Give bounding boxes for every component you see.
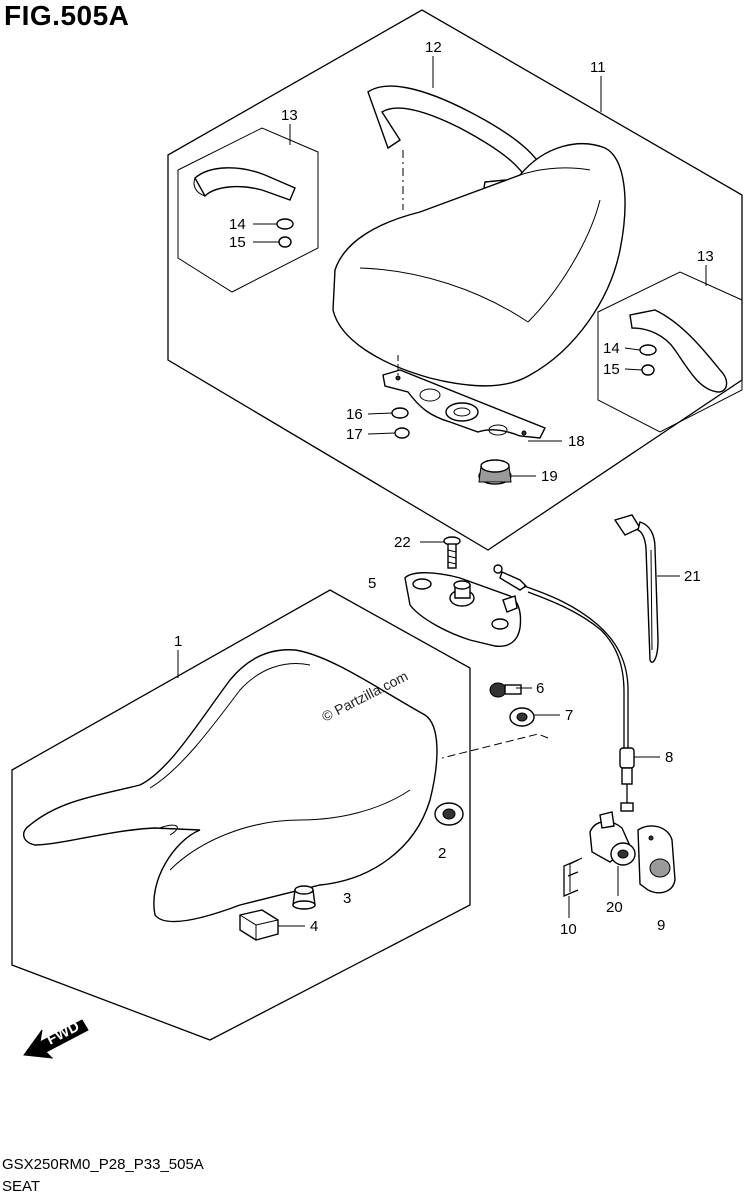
callout-14-right: 14 [603, 340, 620, 357]
nut-17 [394, 427, 410, 439]
callout-17: 17 [346, 426, 363, 443]
washer-left [276, 218, 294, 230]
callout-13-left: 13 [281, 107, 298, 124]
lock-clip-part [563, 857, 583, 897]
lock-bracket-part [404, 572, 522, 647]
figure-name: SEAT [2, 1178, 41, 1195]
callout-6: 6 [536, 680, 544, 697]
grab-strap-right-box [597, 271, 743, 433]
nut-left [278, 236, 292, 248]
callout-12: 12 [425, 39, 442, 56]
callout-1: 1 [174, 633, 182, 650]
seat-lock-cable-part [493, 564, 635, 812]
callout-3: 3 [343, 890, 351, 907]
callout-16: 16 [346, 406, 363, 423]
seat-block-part [239, 909, 279, 941]
callout-19: 19 [541, 468, 558, 485]
callout-8: 8 [665, 749, 673, 766]
callout-leaders [177, 56, 707, 927]
seat-lock-cylinder-part [589, 811, 636, 866]
figure-code: GSX250RM0_P28_P33_505A [2, 1156, 204, 1173]
fwd-label: FWD [44, 1018, 82, 1049]
seat-bracket-part [382, 355, 546, 439]
bolt-part [489, 682, 522, 698]
callout-labels: 12 11 13 14 15 13 14 15 16 17 18 19 22 5… [174, 39, 714, 938]
callout-22: 22 [394, 534, 411, 551]
cushion-rubber-part [478, 459, 512, 485]
callout-7: 7 [565, 707, 573, 724]
grab-strap-right-part [629, 309, 728, 393]
callout-21: 21 [684, 568, 701, 585]
callout-18: 18 [568, 433, 585, 450]
callout-15-left: 15 [229, 234, 246, 251]
callout-15-right: 15 [603, 361, 620, 378]
helmet-wire-part [613, 514, 659, 663]
callout-9: 9 [657, 917, 665, 934]
front-seat-part [23, 649, 438, 923]
callout-4: 4 [310, 918, 318, 935]
lock-cover-part [637, 825, 676, 894]
grab-strap-left-part [193, 167, 296, 201]
seat-cushion-part [292, 885, 316, 910]
rear-seat-cushion-part [332, 143, 626, 387]
callout-14-left: 14 [229, 216, 246, 233]
callout-5: 5 [368, 575, 376, 592]
figure-title: FIG.505A [4, 0, 130, 31]
seat-rubber-part [434, 802, 464, 826]
front-seat-group-outline [11, 589, 471, 1041]
cushion-part [509, 707, 535, 727]
callout-10: 10 [560, 921, 577, 938]
callout-20: 20 [606, 899, 623, 916]
callout-13-right: 13 [697, 248, 714, 265]
screw-part [443, 536, 461, 569]
nut-right [641, 364, 655, 376]
callout-2: 2 [438, 845, 446, 862]
grab-strap-left-box [177, 127, 319, 293]
assembly-dashed-leader [441, 733, 549, 759]
washer-16 [391, 407, 409, 419]
forward-arrow-icon: FWD [23, 1018, 89, 1059]
washer-right [639, 344, 657, 356]
callout-11: 11 [590, 59, 606, 76]
